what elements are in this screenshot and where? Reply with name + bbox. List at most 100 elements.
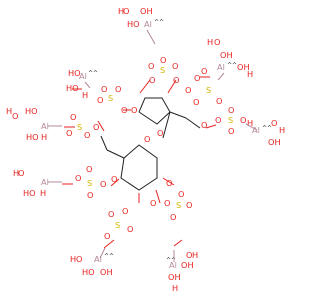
oxygen-label: O <box>228 105 234 115</box>
sulfate-group-left: O S O O O <box>66 112 99 140</box>
aluminum-label: Al <box>169 260 177 270</box>
aluminum-label: Al <box>94 254 102 264</box>
oxygen-label: O <box>104 231 110 241</box>
sulfate-bonds <box>62 76 217 249</box>
ring-oxygen-label: O <box>144 134 150 144</box>
hydrogen-label: H <box>172 283 178 293</box>
aluminum-bonds <box>48 29 258 262</box>
hydrogen-label: H <box>41 132 47 142</box>
sulfate-group-bottom-right: O O O S O O O <box>150 178 192 222</box>
oxygen-label: O <box>84 130 90 140</box>
ring-oxygen-label: O <box>157 128 163 138</box>
hydrogen-label: H <box>40 188 46 198</box>
oxygen-label: O <box>66 128 72 138</box>
sulfur-label: S <box>176 200 181 210</box>
hydroxyl-label: OH <box>168 272 181 282</box>
oxygen-label: O <box>214 37 220 47</box>
hydroxyl-label: HO <box>26 132 39 142</box>
aluminum-group-left: H O HO Al HO H <box>6 106 49 142</box>
sulfur-label: S <box>228 115 233 125</box>
sulfur-label: S <box>206 85 211 95</box>
oxygen-label: O <box>164 198 170 208</box>
hydroxyl-label: OH <box>181 260 194 270</box>
sulfur-label: S <box>77 122 82 132</box>
hydrogen-label: H <box>247 69 253 79</box>
oxygen-label: O <box>101 84 107 94</box>
aluminum-label: Al <box>252 125 260 135</box>
oxygen-label: O <box>271 118 277 128</box>
hydrogen-label: H <box>6 106 12 116</box>
oxygen-label: O <box>100 179 106 189</box>
oxygen-label: O <box>172 61 178 71</box>
oxygen-label: O <box>228 126 234 136</box>
aluminum-label: Al <box>217 62 225 72</box>
hydrogen-label: H <box>207 37 213 47</box>
hydroxyl-label: OH <box>140 6 153 16</box>
hydrogen-label: H <box>192 250 198 260</box>
aluminum-label: Al <box>41 177 49 187</box>
oxygen-label: O <box>86 164 92 174</box>
hydrogen-label: H <box>70 254 76 264</box>
oxygen-label: O <box>75 173 81 183</box>
oxygen-label: O <box>216 96 222 106</box>
oxygen-label: O <box>12 111 18 121</box>
radical-label: ^^ <box>227 62 237 69</box>
oxygen-label: O <box>76 254 82 264</box>
oxygen-label: O <box>194 73 200 83</box>
hydrogen-label: H <box>279 125 285 135</box>
aluminum-group-upper-left: HO Al ^^ HO H <box>66 68 98 100</box>
hydroxyl-label: OH <box>268 137 281 147</box>
hydroxyl-label: HO <box>25 106 38 116</box>
oxygen-label: O <box>18 168 24 178</box>
oxygen-label: O <box>150 198 156 208</box>
hydrogen-label: H <box>247 118 253 128</box>
sulfur-label: S <box>87 178 92 188</box>
oxygen-label: O <box>108 209 114 219</box>
oxygen-label: O <box>131 105 137 115</box>
oxygen-label: O <box>149 75 155 85</box>
aluminum-group-bottom-left: H O Al ^^ HO OH <box>70 253 114 277</box>
hydroxyl-label: OH <box>220 50 233 60</box>
hydroxyl-label: HO <box>68 68 81 78</box>
sulfur-label: S <box>108 93 113 103</box>
hydroxyl-label: HO <box>82 267 95 277</box>
oxygen-label: O <box>93 122 99 132</box>
aluminum-group-right: H Al ^^ O H OH <box>247 118 285 147</box>
hydroxyl-label: HO <box>23 188 36 198</box>
oxygen-label: O <box>240 115 246 125</box>
molecule-diagram: O O O S O O O O S O O O O O S O O O O S … <box>6 6 285 293</box>
oxygen-label: O <box>87 190 93 200</box>
hydroxyl-label: HO <box>66 83 79 93</box>
sulfate-group-top: O O O S O O <box>148 55 179 85</box>
aluminum-group-bottom-right: Al ^^ OH O H OH H <box>166 250 198 293</box>
carbon-skeleton <box>100 97 201 191</box>
oxygen-label: O <box>97 95 103 105</box>
hydroxyl-label: OH <box>100 267 113 277</box>
oxygen-label: O <box>70 112 76 122</box>
oxygen-label: O <box>173 75 179 85</box>
hydrogen-label: H <box>82 90 88 100</box>
sulfate-group-upper-left: O O S O O O <box>97 84 137 115</box>
hydrogen-label: H <box>13 168 19 178</box>
sulfate-group-bottom-left: O O S O O <box>104 206 133 241</box>
radical-label: ^^ <box>154 19 164 26</box>
radical-label: ^^ <box>166 257 176 264</box>
oxygen-label: O <box>121 105 127 115</box>
oxygen-label: O <box>123 6 129 16</box>
oxygen-label: O <box>148 61 154 71</box>
hydrogen-label: H <box>118 6 124 16</box>
hydroxyl-label: OH <box>237 62 250 72</box>
radical-label: ^^ <box>104 253 114 260</box>
oxygen-label: O <box>122 206 128 216</box>
sulfate-group-upper-right: O O S O O O <box>185 66 222 107</box>
radical-label: ^^ <box>262 125 272 132</box>
radical-label: ^^ <box>88 70 98 77</box>
oxygen-label: O <box>178 189 184 199</box>
sulfate-group-lower-left: O O S O O O <box>75 164 117 200</box>
sulfate-group-right: O S O O O O <box>201 105 246 136</box>
oxygen-label: O <box>201 120 207 130</box>
aluminum-group-top: H O OH HO Al ^^ <box>118 6 164 29</box>
structure-canvas: O O O S O O O O S O O O O O S O O O O S … <box>6 6 286 293</box>
hydroxyl-label: HO <box>127 19 140 29</box>
oxygen-label: O <box>160 55 166 65</box>
